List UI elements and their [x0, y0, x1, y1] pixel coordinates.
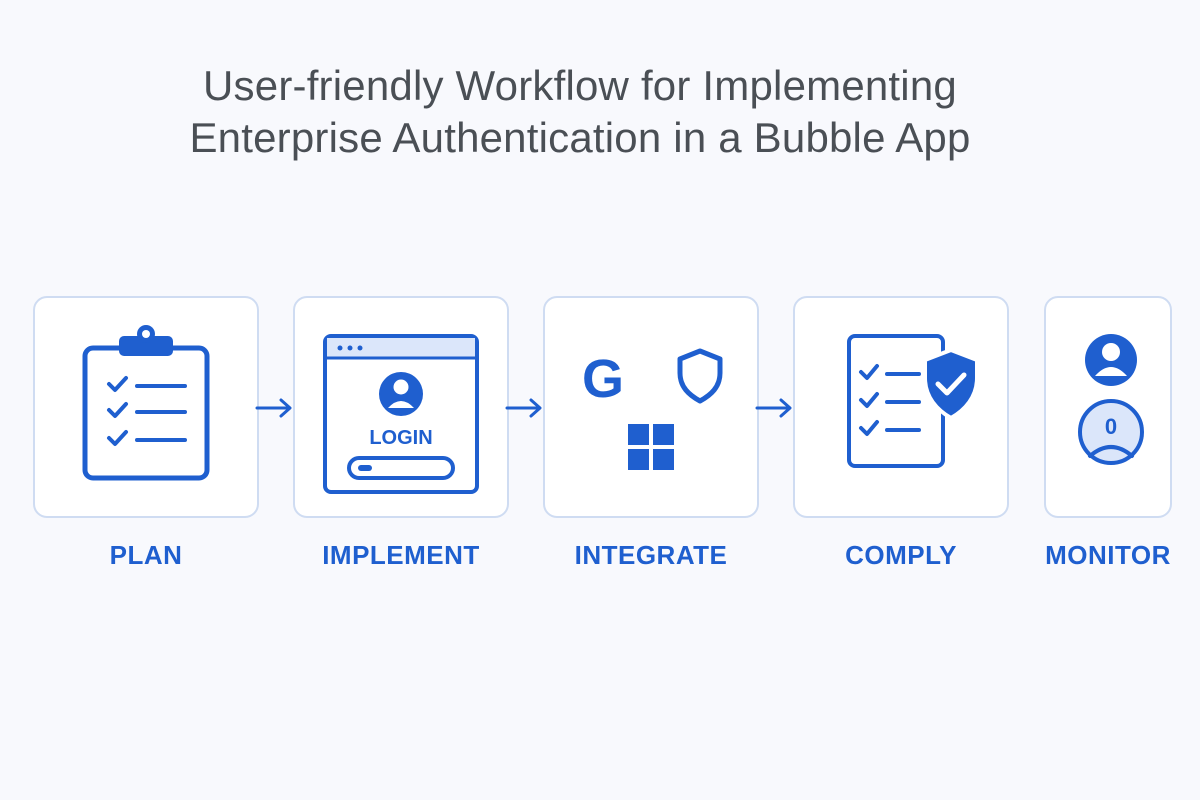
google-icon: G [582, 349, 624, 409]
diagram-title: User-friendly Workflow for Implementing … [0, 60, 1160, 164]
user-circle-icon: 0 [1078, 399, 1144, 465]
title-line-1: User-friendly Workflow for Implementing [203, 62, 957, 109]
title-line-2: Enterprise Authentication in a Bubble Ap… [189, 114, 971, 161]
step-label-monitor: MONITOR [1045, 540, 1171, 570]
step-label-integrate: INTEGRATE [574, 540, 728, 570]
shield-icon [677, 348, 723, 404]
user-icon [1085, 334, 1137, 386]
step-card-plan [33, 296, 259, 518]
login-text: LOGIN [369, 427, 432, 449]
step-card-integrate: G [543, 296, 759, 518]
step-card-monitor: 0 [1044, 296, 1172, 518]
step-card-comply [793, 296, 1009, 518]
clipboard-checklist-icon [82, 325, 210, 481]
arrow-right-icon [755, 398, 792, 418]
arrow-right-icon [505, 398, 542, 418]
step-card-implement: LOGIN [293, 296, 509, 518]
step-label-comply: COMPLY [845, 540, 957, 570]
shield-check-icon [923, 348, 979, 420]
user-icon [379, 372, 423, 416]
user-circle-glyph: 0 [1105, 414, 1117, 439]
checklist-shield-icon [847, 334, 979, 468]
step-label-implement: IMPLEMENT [322, 540, 480, 570]
arrow-right-icon [255, 398, 292, 418]
windows-icon [628, 424, 674, 470]
step-label-plan: PLAN [109, 540, 183, 570]
login-window-icon: LOGIN [323, 334, 479, 494]
